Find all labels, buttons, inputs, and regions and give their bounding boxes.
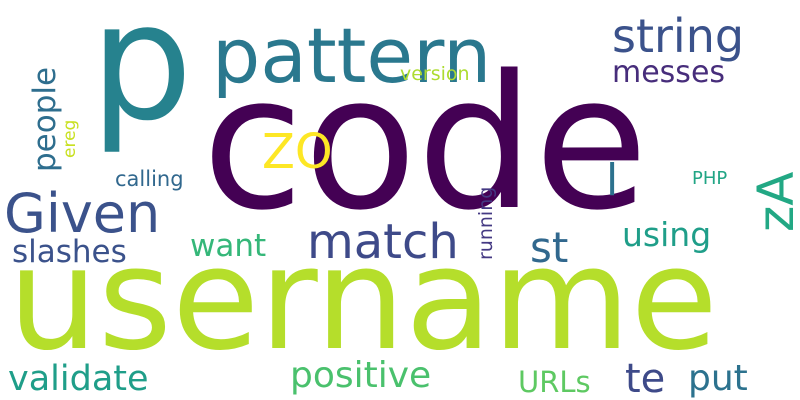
word-calling: calling	[115, 167, 184, 191]
word-want: want	[190, 228, 266, 264]
word-string: string	[612, 9, 744, 63]
word-given: Given	[4, 182, 160, 245]
word-st: st	[530, 223, 568, 272]
word-urls: URLs	[518, 365, 591, 399]
word-za: zA	[747, 172, 800, 232]
word-people: people	[27, 67, 63, 172]
word-zo: ZO	[262, 124, 333, 180]
word-match: match	[307, 214, 459, 270]
word-using: using	[622, 215, 711, 254]
word-ereg: ereg	[60, 120, 80, 158]
word-code: code	[202, 35, 648, 251]
word-messes: messes	[612, 55, 725, 90]
word-p: p	[90, 0, 193, 157]
word-slashes: slashes	[12, 234, 127, 270]
word-php: PHP	[692, 168, 727, 189]
word-te: te	[625, 356, 665, 400]
word-positive: positive	[290, 355, 431, 396]
word-pattern: pattern	[212, 11, 491, 100]
word-version: version	[400, 63, 470, 85]
word-validate: validate	[8, 359, 149, 399]
word-l: l	[606, 155, 618, 206]
word-put: put	[688, 358, 748, 399]
word-username: username	[8, 217, 718, 382]
word-running: running	[475, 187, 497, 260]
